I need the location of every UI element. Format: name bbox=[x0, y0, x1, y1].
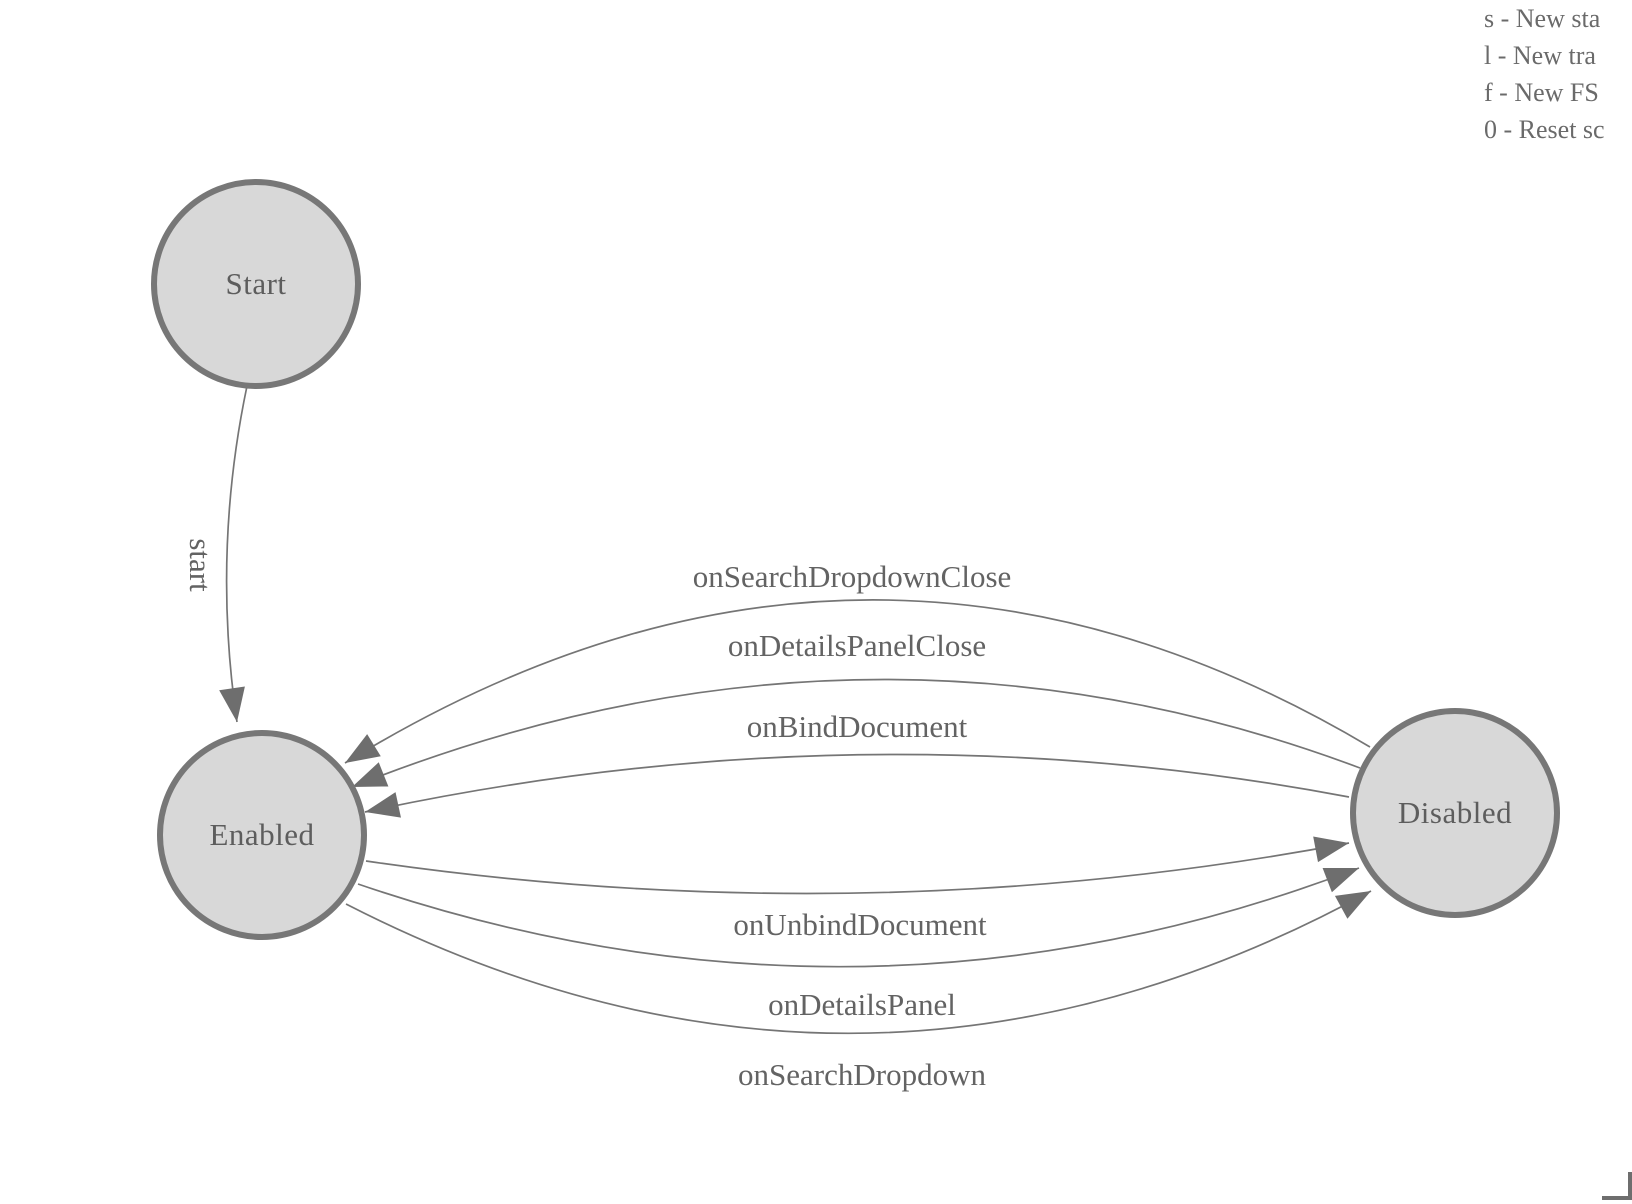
edge-label-onDetailsPanelClose[interactable]: onDetailsPanelClose bbox=[727, 628, 987, 663]
edge-onSearchDropdownClose[interactable] bbox=[344, 599, 1371, 764]
state-start[interactable]: Start bbox=[151, 179, 361, 389]
edge-onDetailsPanelClose[interactable] bbox=[351, 678, 1361, 788]
edge-label-onSearchDropdownClose[interactable]: onSearchDropdownClose bbox=[692, 559, 1012, 594]
edge-onBindDocument-arrowhead bbox=[365, 792, 401, 818]
canvas-corner-mark bbox=[1602, 1172, 1632, 1200]
edge-onSearchDropdownClose-arrowhead bbox=[345, 734, 381, 763]
legend-line-new-transition: l - New tra bbox=[1484, 41, 1596, 70]
state-enabled-label: Enabled bbox=[209, 817, 315, 852]
edge-onDetailsPanelClose-arrowhead bbox=[352, 762, 389, 787]
shortcut-legend: s - New sta l - New tra f - New FS 0 - R… bbox=[1484, 0, 1605, 148]
edge-label-onBindDocument[interactable]: onBindDocument bbox=[746, 709, 968, 744]
state-start-label: Start bbox=[225, 266, 287, 301]
edge-label-onSearchDropdown[interactable]: onSearchDropdown bbox=[738, 1057, 986, 1092]
state-disabled-label: Disabled bbox=[1397, 795, 1513, 830]
legend-line-reset: 0 - Reset sc bbox=[1484, 115, 1605, 144]
edge-onUnbindDocument[interactable] bbox=[365, 842, 1350, 895]
edge-start-arrowhead bbox=[219, 686, 245, 722]
legend-line-new-fsm: f - New FS bbox=[1484, 78, 1599, 107]
edge-onSearchDropdown[interactable] bbox=[345, 890, 1372, 1035]
edge-start[interactable] bbox=[225, 385, 248, 723]
edge-label-start[interactable]: start bbox=[183, 538, 218, 592]
edge-label-onUnbindDocument[interactable]: onUnbindDocument bbox=[733, 907, 987, 942]
edge-onSearchDropdown-arrowhead bbox=[1334, 891, 1371, 919]
edge-onDetailsPanel-arrowhead bbox=[1322, 867, 1359, 893]
legend-line-new-state: s - New sta bbox=[1484, 4, 1601, 33]
state-enabled[interactable]: Enabled bbox=[157, 730, 367, 940]
edge-onDetailsPanel[interactable] bbox=[357, 867, 1360, 968]
edge-onUnbindDocument-arrowhead bbox=[1313, 836, 1349, 863]
edge-label-onDetailsPanel[interactable]: onDetailsPanel bbox=[768, 987, 956, 1022]
state-disabled[interactable]: Disabled bbox=[1350, 708, 1560, 918]
edge-onBindDocument[interactable] bbox=[364, 753, 1350, 813]
